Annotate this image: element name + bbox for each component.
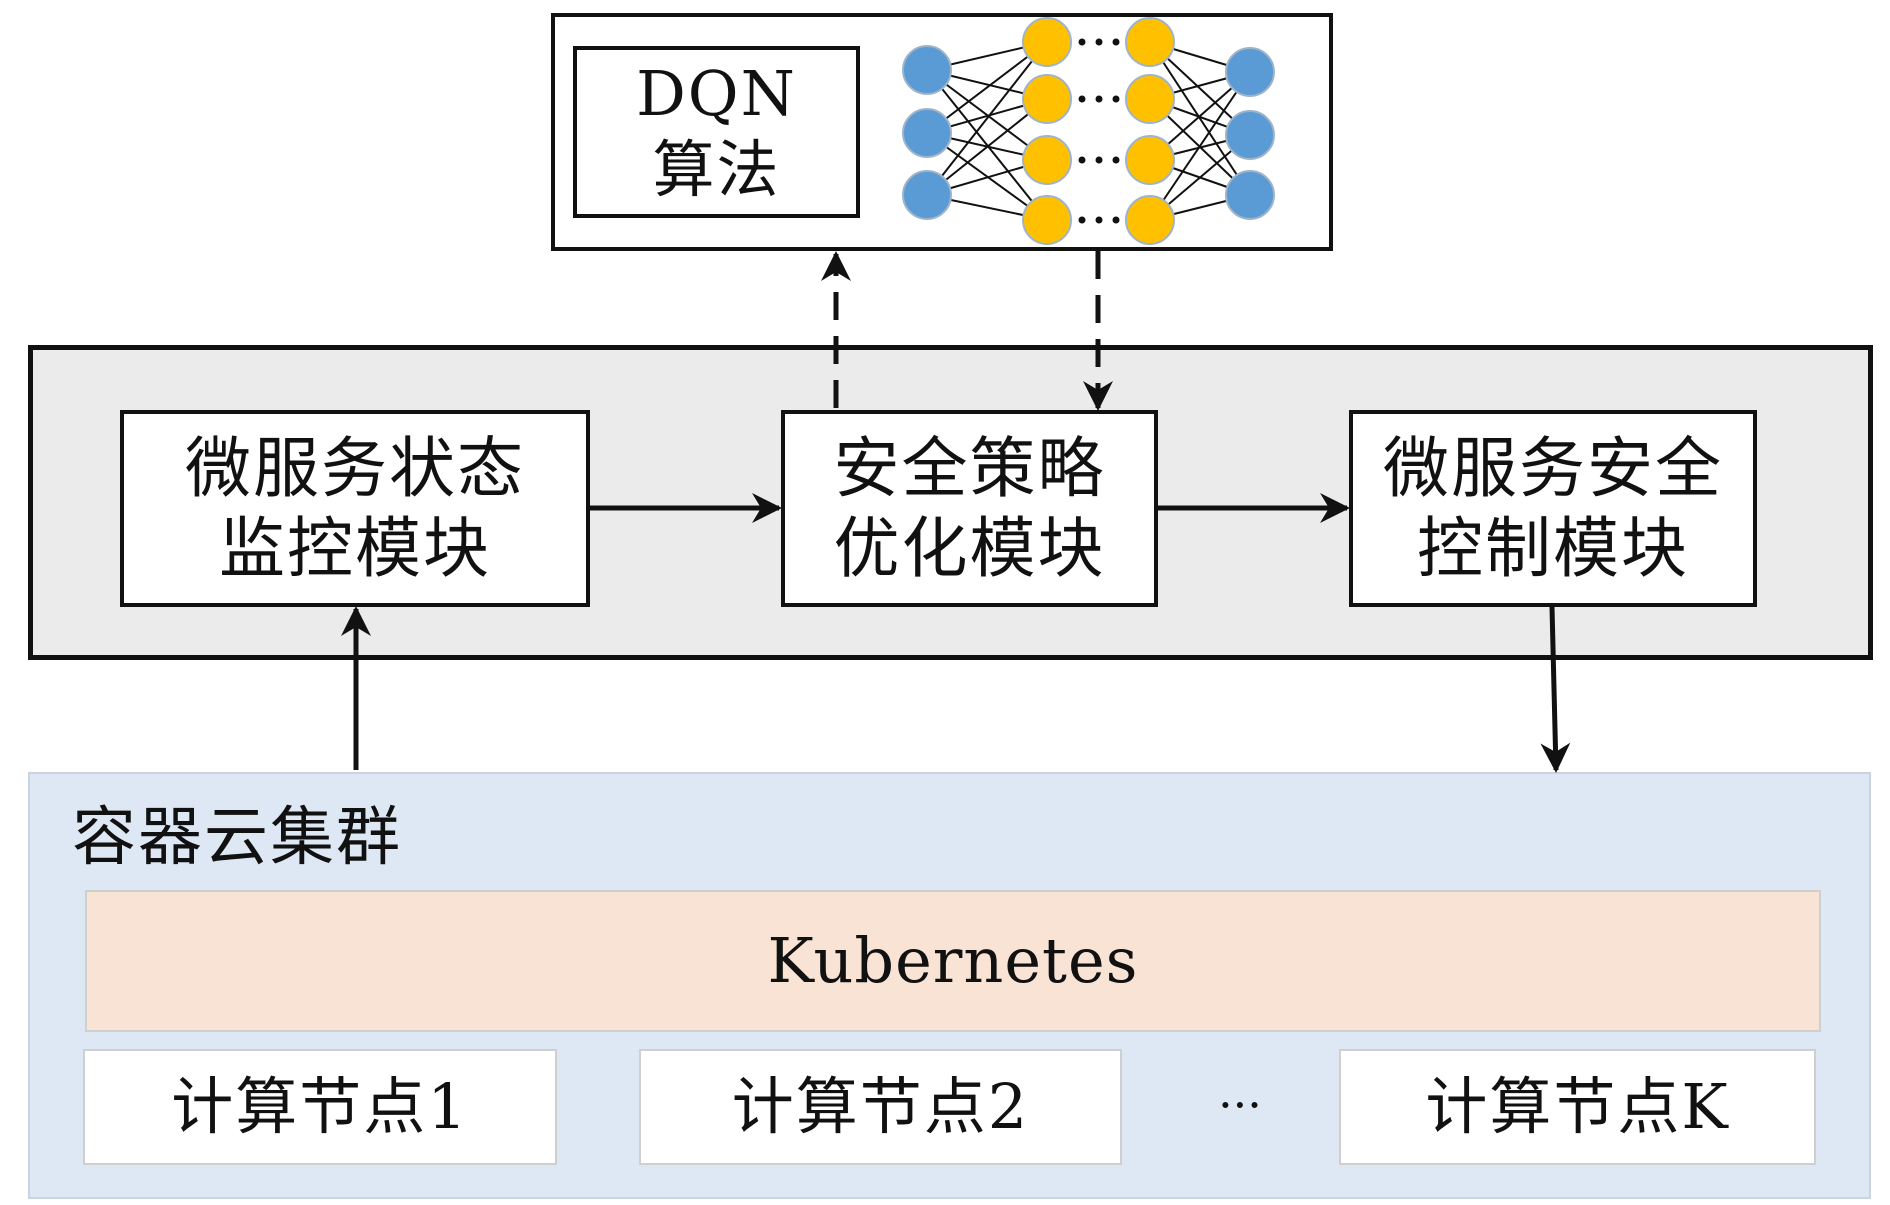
output-neuron [1225,47,1275,97]
monitor-module-line1: 微服务状态 [185,429,525,507]
monitor-module: 微服务状态 监控模块 [120,410,590,607]
hidden-layer-ellipsis-dot [1112,216,1120,224]
hidden-neuron [1125,17,1175,67]
kubernetes-bar: Kubernetes [85,890,1821,1032]
dqn-algorithm-box: DQN 算法 [573,46,860,218]
output-neuron [1225,170,1275,220]
hidden-neuron [1022,135,1072,185]
compute-node-1: 计算节点1 [83,1049,557,1165]
optimize-module: 安全策略 优化模块 [781,410,1158,607]
kubernetes-label: Kubernetes [767,924,1139,997]
arrow-control-to-cluster [1540,606,1571,773]
connection-line [926,69,1048,221]
hidden-neuron [1022,17,1072,67]
optimize-module-line1: 安全策略 [833,429,1106,507]
dqn-subtitle: 算法 [652,133,781,206]
optimize-module-line2: 优化模块 [833,509,1106,587]
hidden-neuron [1125,195,1175,245]
hidden-neuron [1022,195,1072,245]
control-module-line2: 控制模块 [1417,509,1689,587]
hidden-layer-ellipsis-dot [1095,95,1103,103]
connection-line [926,98,1048,196]
cluster-title: 容器云集群 [72,801,402,875]
compute-node-k: 计算节点K [1339,1049,1816,1165]
output-neuron [1225,110,1275,160]
compute-node-2-label: 计算节点2 [731,1070,1030,1143]
hidden-layer-ellipsis-dot [1078,95,1086,103]
connection-line [926,41,1048,196]
hidden-layer-ellipsis-dot [1095,216,1103,224]
connection-line [1149,41,1251,196]
hidden-layer-ellipsis-dot [1112,156,1120,164]
monitor-module-line2: 监控模块 [219,509,491,587]
connection-line [926,41,1048,134]
hidden-layer-ellipsis-dot [1095,156,1103,164]
input-neuron [902,170,952,220]
hidden-layer-ellipsis-dot [1078,156,1086,164]
compute-node-k-label: 计算节点K [1425,1070,1730,1143]
dqn-title: DQN [636,57,797,130]
hidden-neuron [1125,74,1175,124]
nodes-ellipsis: ··· [1218,1078,1262,1132]
compute-node-1-label: 计算节点1 [171,1070,469,1143]
control-module: 微服务安全 控制模块 [1349,410,1757,607]
hidden-layer-ellipsis-dot [1112,38,1120,46]
hidden-layer-ellipsis-dot [1078,38,1086,46]
control-module-line1: 微服务安全 [1383,429,1723,507]
input-neuron [902,45,952,95]
hidden-neuron [1125,135,1175,185]
hidden-neuron [1022,74,1072,124]
input-neuron [902,108,952,158]
hidden-layer-ellipsis-dot [1078,216,1086,224]
compute-node-2: 计算节点2 [639,1049,1122,1165]
hidden-layer-ellipsis-dot [1112,95,1120,103]
hidden-layer-ellipsis-dot [1095,38,1103,46]
connection-line [1149,71,1251,221]
